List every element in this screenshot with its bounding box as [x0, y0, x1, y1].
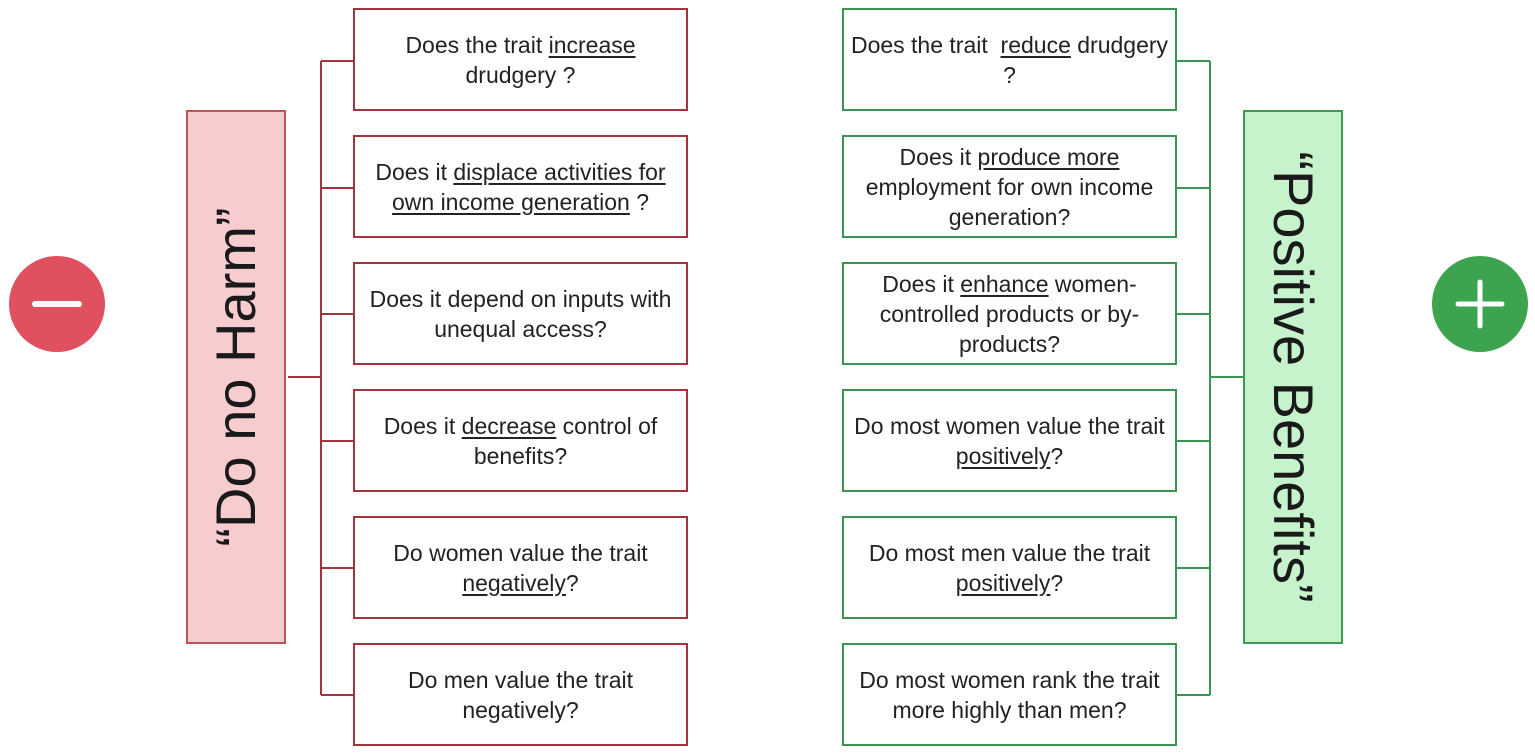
minus-icon — [32, 301, 82, 307]
harm-question-box: Does it displace activities for own inco… — [353, 135, 688, 238]
question-text: Does it enhance women-controlled product… — [879, 270, 1140, 357]
harm-question-box: Does it depend on inputs with unequal ac… — [353, 262, 688, 365]
question-text: Does it displace activities for own inco… — [375, 158, 666, 215]
plus-circle — [1432, 256, 1528, 352]
harm-question-box: Does the trait increase drudgery ? — [353, 8, 688, 111]
harm-question-box: Does it decrease control of benefits? — [353, 389, 688, 492]
question-text: Do women value the trait negatively? — [393, 539, 648, 596]
benefit-question-box: Do most women value the trait positively… — [842, 389, 1177, 492]
do-no-harm-title: “Do no Harm” — [204, 207, 267, 547]
benefit-question-box: Does the trait reduce drudgery ? — [842, 8, 1177, 111]
minus-circle — [9, 256, 105, 352]
question-text: Does the trait increase drudgery ? — [405, 31, 636, 88]
positive-benefits-bar: “Positive Benefits” — [1243, 110, 1343, 644]
harm-question-box: Do men value the trait negatively? — [353, 643, 688, 746]
plus-icon — [1455, 279, 1505, 329]
question-text: Do most men value the trait positively? — [868, 539, 1151, 596]
question-text: Does it produce more employment for own … — [865, 143, 1154, 230]
question-text: Does the trait reduce drudgery ? — [850, 31, 1169, 88]
question-text: Do men value the trait negatively? — [407, 666, 633, 723]
question-text: Do most women rank the trait more highly… — [859, 666, 1160, 723]
benefit-question-box: Do most men value the trait positively? — [842, 516, 1177, 619]
question-text: Does it decrease control of benefits? — [383, 412, 658, 469]
question-text: Do most women value the trait positively… — [854, 412, 1165, 469]
question-text: Does it depend on inputs with unequal ac… — [369, 285, 672, 342]
positive-benefits-title: “Positive Benefits” — [1262, 151, 1325, 603]
harm-question-box: Do women value the trait negatively? — [353, 516, 688, 619]
benefit-question-box: Does it enhance women-controlled product… — [842, 262, 1177, 365]
benefit-question-box: Do most women rank the trait more highly… — [842, 643, 1177, 746]
benefit-question-box: Does it produce more employment for own … — [842, 135, 1177, 238]
do-no-harm-bar: “Do no Harm” — [186, 110, 286, 644]
